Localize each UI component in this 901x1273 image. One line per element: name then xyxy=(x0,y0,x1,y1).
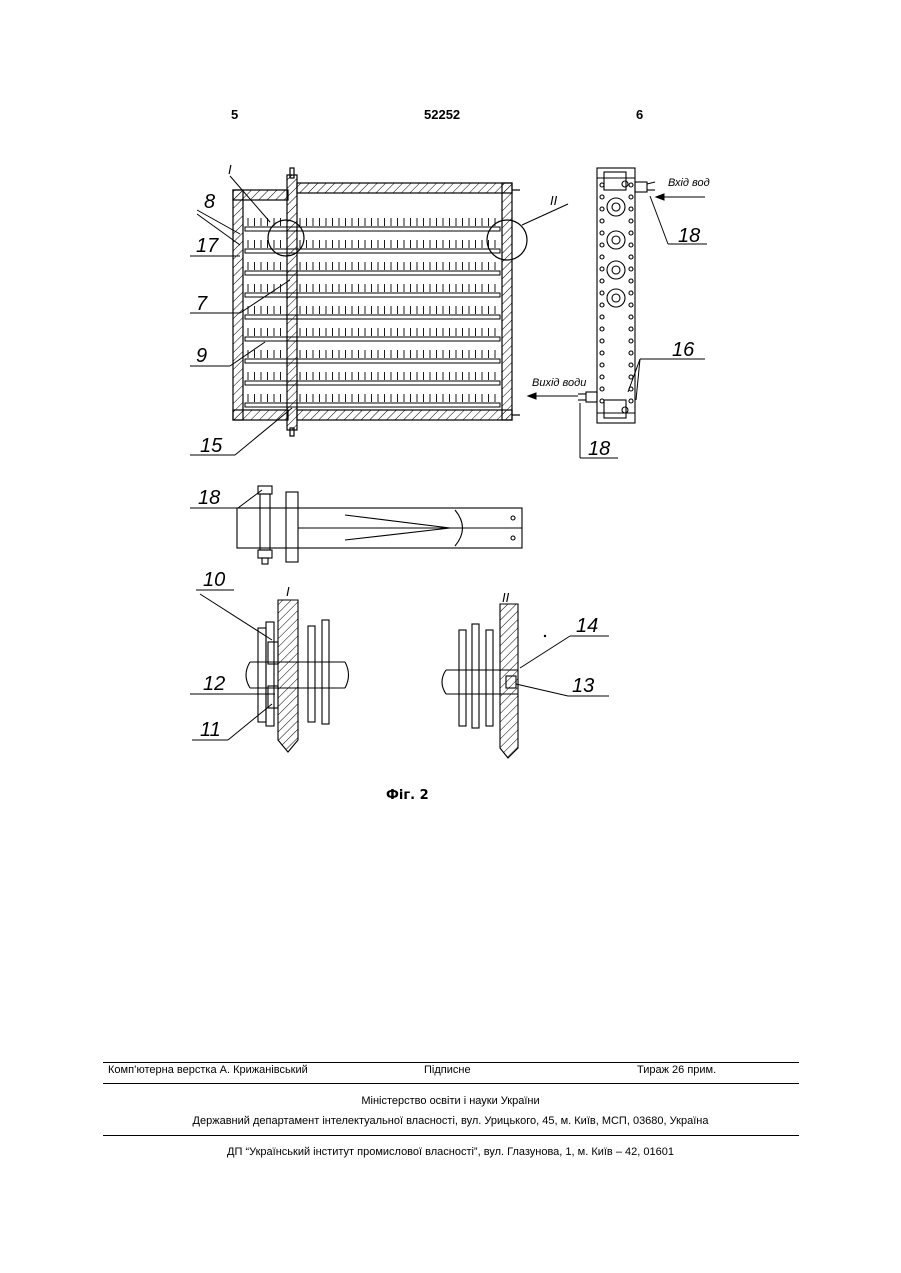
side-view xyxy=(578,168,655,423)
bolt-hole xyxy=(600,243,604,247)
bolt-hole xyxy=(629,291,633,295)
front-view xyxy=(233,168,527,436)
bolt-hole xyxy=(629,363,633,367)
label-13: 13 xyxy=(572,675,594,697)
bolt-hole xyxy=(600,327,604,331)
tube xyxy=(245,337,500,341)
bolt-hole xyxy=(600,339,604,343)
tube xyxy=(245,271,500,275)
label-8: 8 xyxy=(204,191,215,213)
tube xyxy=(245,293,500,297)
bolt-hole xyxy=(600,279,604,283)
bolt-hole xyxy=(629,231,633,235)
label-9: 9 xyxy=(196,345,207,367)
label-11: 11 xyxy=(200,719,221,741)
top-view xyxy=(237,486,522,564)
label-14: 14 xyxy=(576,615,598,637)
tube xyxy=(245,227,500,231)
bolt-hole xyxy=(629,267,633,271)
bolt-hole xyxy=(600,291,604,295)
bolt-hole xyxy=(600,195,604,199)
bolt-hole xyxy=(629,315,633,319)
tube xyxy=(245,359,500,363)
bolt-hole xyxy=(600,231,604,235)
label-16: 16 xyxy=(672,339,695,361)
bolt-hole xyxy=(600,219,604,223)
footer-institute: ДП “Український інститут промислової вла… xyxy=(0,1146,901,1158)
tube xyxy=(245,249,500,253)
label-18-top-view: 18 xyxy=(198,487,220,509)
tube xyxy=(245,381,500,385)
footer-rule-bottom xyxy=(103,1135,799,1136)
footer-rule-middle xyxy=(103,1083,799,1084)
label-water-out: Вихід води xyxy=(532,377,586,389)
label-detail-i-top: I xyxy=(228,162,232,177)
footer-print-run: Тираж 26 прим. xyxy=(637,1064,716,1076)
label-7: 7 xyxy=(196,293,208,315)
bolt-hole xyxy=(629,399,633,403)
bolt-hole xyxy=(629,303,633,307)
technical-drawing: I 8 17 7 9 15 II xyxy=(0,0,901,860)
bolt-hole xyxy=(629,243,633,247)
tube xyxy=(245,315,500,319)
bolt-hole xyxy=(629,183,633,187)
footer-typesetter: Комп’ютерна верстка А. Крижанівський xyxy=(108,1064,308,1076)
bolt-hole xyxy=(629,207,633,211)
bolt-hole xyxy=(600,399,604,403)
bolt-hole xyxy=(600,315,604,319)
bolt-hole xyxy=(629,255,633,259)
bolt-hole xyxy=(629,279,633,283)
label-water-in: Вхід вод xyxy=(668,177,710,189)
bolt-hole xyxy=(600,303,604,307)
bolt-hole xyxy=(600,375,604,379)
label-10: 10 xyxy=(203,569,225,591)
label-17: 17 xyxy=(196,235,219,257)
bolt-hole xyxy=(629,327,633,331)
bolt-hole xyxy=(629,351,633,355)
label-18-side-bottom: 18 xyxy=(588,438,610,460)
bolt-hole xyxy=(600,351,604,355)
bolt-hole xyxy=(600,363,604,367)
bolt-hole xyxy=(600,207,604,211)
bolt-hole xyxy=(600,183,604,187)
label-detail-i: I xyxy=(286,584,290,599)
footer-department: Державний департамент інтелектуальної вл… xyxy=(0,1115,901,1127)
label-12: 12 xyxy=(203,673,225,695)
label-detail-ii: II xyxy=(502,590,510,605)
label-18-side-top: 18 xyxy=(678,225,700,247)
bolt-hole xyxy=(600,387,604,391)
bolt-hole xyxy=(629,195,633,199)
bolt-hole xyxy=(629,339,633,343)
detail-i xyxy=(246,600,349,752)
bolt-hole xyxy=(600,255,604,259)
bolt-hole xyxy=(629,375,633,379)
figure-caption: Фiг. 2 xyxy=(386,788,429,803)
label-detail-ii-top: II xyxy=(550,193,558,208)
footer-signed: Підписне xyxy=(424,1064,471,1076)
bolt-hole xyxy=(629,219,633,223)
label-15: 15 xyxy=(200,435,223,457)
tube xyxy=(245,403,500,407)
detail-ii xyxy=(442,604,518,758)
footer-ministry: Міністерство освіти і науки України xyxy=(0,1095,901,1107)
footer-rule-top xyxy=(103,1062,799,1063)
bolt-hole xyxy=(600,267,604,271)
